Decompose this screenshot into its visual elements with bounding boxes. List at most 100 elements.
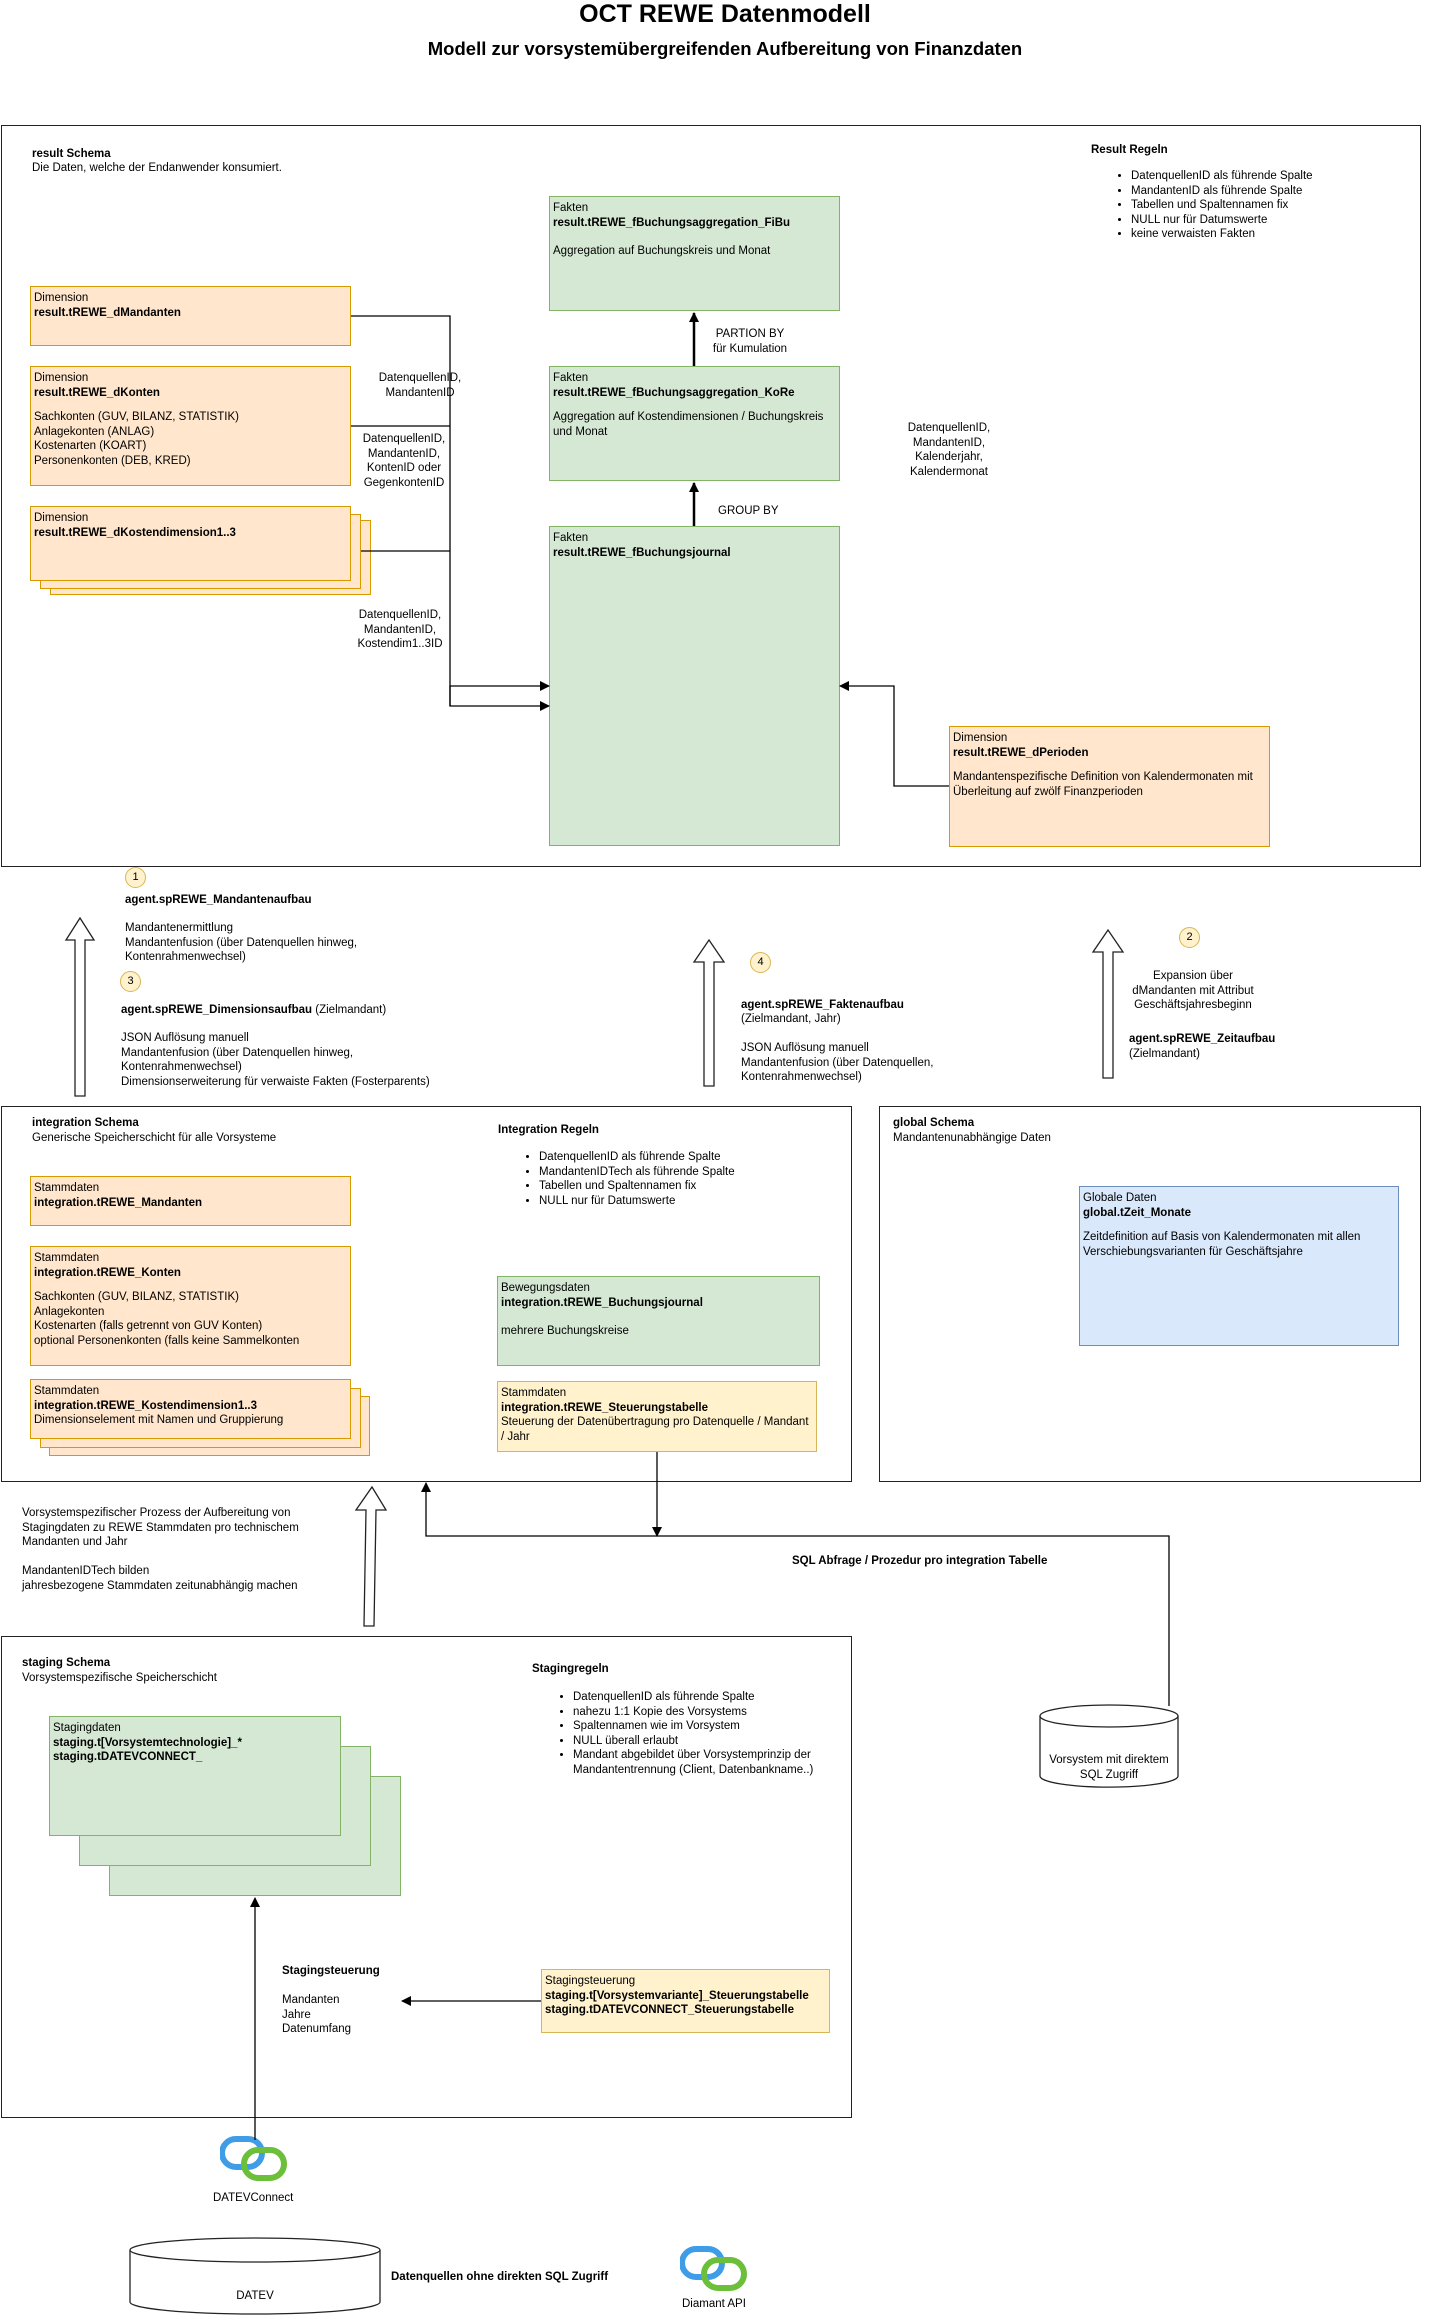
staging-ctrl-title: Stagingsteuerung: [282, 1965, 380, 1977]
int-mandanten-type: Stammdaten: [34, 1182, 100, 1194]
staging-rule-item: Mandant abgebildet über Vorsystemprinzip…: [573, 1748, 863, 1777]
vorsystem-label: Vorsystem mit direktem SQL Zugriff: [1049, 1754, 1169, 1781]
staging-desc: Vorsystemspezifische Speicherschicht: [22, 1672, 217, 1684]
fact-fibu-desc: Aggregation auf Buchungskreis und Monat: [553, 245, 771, 257]
result-rules-list: DatenquellenID als führende Spalte Manda…: [1111, 169, 1313, 242]
int-steuerung-box[interactable]: Stammdaten integration.tREWE_Steuerungst…: [497, 1381, 817, 1452]
step-badge-4: 4: [750, 952, 771, 973]
staging-rule-item: NULL überall erlaubt: [573, 1734, 863, 1749]
dim-konten-name: result.tREWE_dKonten: [34, 386, 160, 399]
staging-ctrl-lines: Mandanten Jahre Datenumfang: [282, 1994, 352, 2035]
sources-ohne-sql-label: Datenquellen ohne direkten SQL Zugriff: [391, 2271, 609, 2283]
fact-fibu-box[interactable]: Fakten result.tREWE_fBuchungsaggregation…: [549, 196, 840, 311]
result-rules-title: Result Regeln: [1091, 144, 1168, 156]
staging-ctrl-box[interactable]: Stagingsteuerung staging.t[Vorsystemvari…: [541, 1969, 830, 2033]
agent-dimensionsaufbau-name: agent.spREWE_Dimensionsaufbau: [121, 1004, 313, 1016]
int-mandanten-box[interactable]: Stammdaten integration.tREWE_Mandanten: [30, 1176, 351, 1226]
datev-label: DATEV: [236, 2290, 274, 2302]
step-badge-2: 2: [1179, 927, 1200, 948]
label-partition-by: PARTION BY für Kumulation: [712, 328, 788, 355]
datevconnect-logo-icon: [220, 2136, 287, 2181]
fact-journal-name: result.tREWE_fBuchungsjournal: [553, 546, 731, 559]
agent-dimensionsaufbau: agent.spREWE_Dimensionsaufbau (Zielmanda…: [121, 1003, 386, 1018]
agent-zeitaufbau-name: agent.spREWE_Zeitaufbau: [1129, 1033, 1276, 1045]
global-zeit-name: global.tZeit_Monate: [1083, 1206, 1191, 1219]
int-journal-type: Bewegungsdaten: [501, 1282, 590, 1294]
dim-mandanten-box[interactable]: Dimension result.tREWE_dMandanten: [30, 286, 351, 346]
dim-perioden-box[interactable]: Dimension result.tREWE_dPerioden Mandant…: [949, 726, 1270, 847]
label-keys-kostendim: DatenquellenID, MandantenID, Kostendim1.…: [357, 609, 443, 650]
vorsystem-db-icon[interactable]: [1039, 1704, 1179, 1790]
staging-ctrl-name1: staging.t[Vorsystemvariante]_Steuerungst…: [545, 1989, 809, 2002]
int-mandanten-name: integration.tREWE_Mandanten: [34, 1196, 203, 1209]
staging-rules-title: Stagingregeln: [532, 1663, 609, 1675]
result-rule-item: keine verwaisten Fakten: [1131, 227, 1313, 242]
staging-data-name2: staging.tDATEVCONNECT_: [53, 1751, 203, 1763]
fact-fibu-name: result.tREWE_fBuchungsaggregation_FiBu: [553, 216, 791, 229]
agent-zeitaufbau-desc: (Zielmandant): [1129, 1048, 1200, 1060]
diamant-label: Diamant API: [682, 2298, 746, 2310]
fact-journal-box[interactable]: Fakten result.tREWE_fBuchungsjournal: [549, 526, 840, 846]
dim-kostendim-box[interactable]: Dimension result.tREWE_dKostendimension1…: [30, 506, 351, 581]
page-subtitle: Modell zur vorsystemübergreifenden Aufbe…: [427, 38, 1023, 59]
result-rule-item: NULL nur für Datumswerte: [1131, 213, 1313, 228]
staging-ctrl-name2: staging.tDATEVCONNECT_Steuerungstabelle: [545, 2004, 794, 2016]
integration-schema-frame: [1, 1106, 852, 1482]
global-zeit-box[interactable]: Globale Daten global.tZeit_Monate Zeitde…: [1079, 1186, 1399, 1346]
result-rule-item: MandantenID als führende Spalte: [1131, 184, 1313, 199]
agent-mandantenaufbau-name: agent.spREWE_Mandantenaufbau: [125, 894, 312, 906]
step-badge-1: 1: [125, 867, 146, 888]
integration-heading: integration Schema: [32, 1117, 139, 1129]
int-konten-type: Stammdaten: [34, 1252, 100, 1264]
fact-kore-name: result.tREWE_fBuchungsaggregation_KoRe: [553, 386, 795, 399]
fact-kore-box[interactable]: Fakten result.tREWE_fBuchungsaggregation…: [549, 366, 840, 481]
agent-mandantenaufbau-desc: Mandantenermittlung Mandantenfusion (übe…: [125, 922, 358, 963]
datev-db-icon[interactable]: [129, 2236, 381, 2316]
dim-kostendim-type: Dimension: [34, 512, 89, 524]
dim-mandanten-type: Dimension: [34, 292, 89, 304]
staging-rule-item: DatenquellenID als führende Spalte: [573, 1690, 863, 1705]
dim-konten-type: Dimension: [34, 372, 89, 384]
agent-dimensionsaufbau-suffix: (Zielmandant): [312, 1004, 387, 1016]
dim-kostendim-name: result.tREWE_dKostendimension1..3: [34, 526, 236, 539]
hollow-arrow-agent-1: [64, 916, 96, 1097]
dim-perioden-type: Dimension: [953, 732, 1008, 744]
hollow-arrow-agent-4: [692, 938, 726, 1087]
integration-rule-item: NULL nur für Datumswerte: [539, 1194, 735, 1209]
process-description: Vorsystemspezifischer Prozess der Aufber…: [22, 1507, 299, 1592]
integration-rule-item: DatenquellenID als führende Spalte: [539, 1150, 735, 1165]
int-steuerung-name: integration.tREWE_Steuerungstabelle: [501, 1401, 709, 1414]
datevconnect-label: DATEVConnect: [213, 2192, 294, 2204]
staging-data-box[interactable]: Stagingdaten staging.t[Vorsystemtechnolo…: [49, 1716, 341, 1836]
result-heading: result Schema: [32, 148, 111, 160]
agent-dimensionsaufbau-desc: JSON Auflösung manuell Mandantenfusion (…: [121, 1032, 430, 1088]
dim-perioden-desc: Mandantenspezifische Definition von Kale…: [953, 771, 1253, 798]
global-heading: global Schema: [893, 1117, 975, 1129]
integration-rules-list: DatenquellenID als führende Spalte Manda…: [519, 1150, 735, 1208]
fact-kore-desc: Aggregation auf Kostendimensionen / Buch…: [553, 411, 824, 438]
fact-kore-type: Fakten: [553, 372, 589, 384]
int-konten-lines: Sachkonten (GUV, BILANZ, STATISTIK) Anla…: [34, 1291, 300, 1347]
sql-label: SQL Abfrage / Prozedur pro integration T…: [792, 1555, 1048, 1567]
staging-ctrl-type: Stagingsteuerung: [545, 1975, 636, 1987]
int-journal-desc: mehrere Buchungskreise: [501, 1325, 629, 1337]
int-kostendim-box[interactable]: Stammdaten integration.tREWE_Kostendimen…: [30, 1379, 351, 1439]
staging-rule-item: Spaltennamen wie im Vorsystem: [573, 1719, 863, 1734]
int-konten-name: integration.tREWE_Konten: [34, 1266, 181, 1279]
staging-heading: staging Schema: [22, 1657, 111, 1669]
int-kostendim-desc: Dimensionselement mit Namen und Gruppier…: [34, 1414, 284, 1426]
staging-data-type: Stagingdaten: [53, 1722, 121, 1734]
integration-desc: Generische Speicherschicht für alle Vors…: [32, 1132, 277, 1144]
agent-faktenaufbau-desc: (Zielmandant, Jahr) JSON Auflösung manue…: [741, 1013, 934, 1083]
dim-konten-lines: Sachkonten (GUV, BILANZ, STATISTIK) Anla…: [34, 411, 239, 467]
dim-konten-box[interactable]: Dimension result.tREWE_dKonten Sachkonte…: [30, 366, 351, 486]
int-journal-box[interactable]: Bewegungsdaten integration.tREWE_Buchung…: [497, 1276, 820, 1366]
hollow-arrow-staging-integration: [354, 1485, 388, 1627]
int-journal-name: integration.tREWE_Buchungsjournal: [501, 1296, 703, 1309]
page-title: OCT REWE Datenmodell: [579, 0, 871, 28]
integration-rules-title: Integration Regeln: [498, 1124, 599, 1136]
step-badge-3: 3: [120, 971, 141, 992]
int-konten-box[interactable]: Stammdaten integration.tREWE_Konten Sach…: [30, 1246, 351, 1366]
result-desc: Die Daten, welche der Endanwender konsum…: [32, 162, 282, 174]
int-steuerung-desc: Steuerung der Datenübertragung pro Daten…: [501, 1416, 809, 1443]
